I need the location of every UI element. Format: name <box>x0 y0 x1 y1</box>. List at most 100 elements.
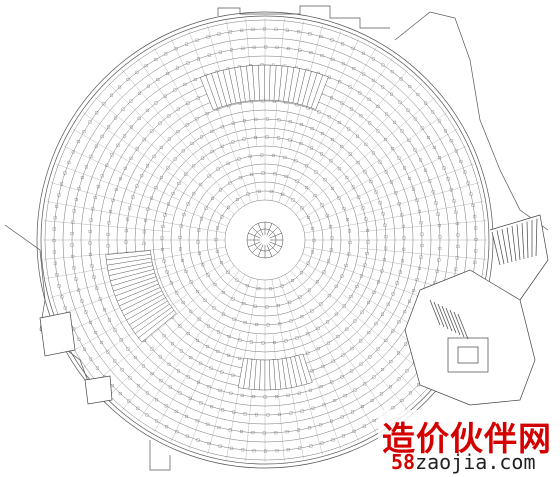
seat-mark <box>204 206 208 210</box>
seat-mark <box>463 170 467 174</box>
seat-mark <box>252 449 256 453</box>
seat-mark <box>330 419 334 423</box>
seat-mark <box>242 302 246 306</box>
seat-mark <box>320 54 324 58</box>
seat-mark <box>384 138 388 141</box>
seat-mark <box>128 206 132 210</box>
seat-mark <box>330 138 334 142</box>
seat-mark <box>137 384 140 388</box>
seat-mark <box>319 35 323 39</box>
seat-mark <box>179 247 182 251</box>
seat-mark <box>137 116 141 120</box>
stair-tread <box>111 272 155 287</box>
stair-block <box>237 353 313 391</box>
seat-mark <box>145 391 149 395</box>
seat-mark <box>227 335 231 338</box>
seat-mark <box>150 129 154 133</box>
seat-mark <box>150 372 154 376</box>
seat-mark <box>199 361 203 365</box>
seat-mark <box>118 85 121 89</box>
seat-mark <box>310 309 314 313</box>
seat-mark <box>310 369 314 373</box>
seat-mark <box>366 229 370 233</box>
seat-mark <box>349 295 353 299</box>
seat-mark <box>227 353 231 357</box>
seat-mark <box>403 310 407 314</box>
seat-mark <box>102 102 106 106</box>
seat-mark <box>199 182 203 186</box>
seat-mark <box>420 232 424 236</box>
stair-tread <box>294 356 303 386</box>
seat-mark <box>402 247 406 251</box>
seat-mark <box>374 322 378 326</box>
stair-tread <box>205 75 218 109</box>
seat-mark <box>216 226 219 230</box>
seat-mark <box>229 446 233 450</box>
seat-mark <box>127 399 131 403</box>
seat-mark <box>340 274 344 278</box>
seat-mark <box>82 130 86 134</box>
seat-mark <box>273 172 277 176</box>
seat-mark <box>278 322 282 326</box>
seat-mark <box>298 48 302 52</box>
seat-mark <box>138 91 142 95</box>
seat-mark <box>129 125 133 129</box>
seat-mark <box>89 218 93 222</box>
north-edge <box>217 5 390 29</box>
seat-mark <box>454 210 458 214</box>
seat-mark <box>376 129 380 133</box>
seat-mark <box>296 428 300 432</box>
seat-mark <box>196 338 200 342</box>
seat-mark <box>308 426 312 430</box>
seat-mark <box>275 395 279 399</box>
seat-mark <box>311 250 314 254</box>
seat-mark <box>397 320 401 324</box>
seat-mark <box>158 355 162 359</box>
seat-mark <box>397 156 401 160</box>
seat-mark <box>438 235 442 239</box>
seat-mark <box>240 393 244 397</box>
seat-mark <box>70 243 74 247</box>
seat-mark <box>389 360 393 364</box>
seat-mark <box>100 134 104 138</box>
seat-mark <box>329 159 333 163</box>
stair-tread <box>222 70 232 105</box>
seat-mark <box>250 172 253 176</box>
ramp-tread <box>506 227 513 263</box>
seat-mark <box>319 385 323 389</box>
seat-mark <box>372 375 376 379</box>
seat-mark <box>88 120 92 124</box>
seat-mark <box>252 395 256 399</box>
seat-mark <box>395 281 399 285</box>
seat-mark <box>171 191 175 195</box>
seat-mark <box>352 67 356 71</box>
seat-mark <box>413 148 417 152</box>
seat-mark <box>319 423 323 427</box>
southwest-entrance <box>84 375 113 405</box>
stair-tread <box>445 307 457 334</box>
seat-mark <box>420 244 424 248</box>
seat-mark <box>100 174 104 178</box>
seat-mark <box>329 225 333 228</box>
seat-mark <box>330 236 334 240</box>
stair-tread <box>283 66 289 102</box>
seat-mark <box>63 171 67 175</box>
stair-tread <box>273 359 276 390</box>
seat-mark <box>186 202 190 206</box>
seat-mark <box>175 430 179 434</box>
seat-mark <box>455 222 459 226</box>
seat-mark <box>95 286 99 290</box>
seat-mark <box>249 340 253 344</box>
seat-mark <box>376 104 380 108</box>
seat-mark <box>241 448 245 452</box>
seat-mark <box>196 240 200 244</box>
seat-mark <box>215 249 219 253</box>
seat-mark <box>179 224 183 228</box>
seat-mark <box>351 46 355 50</box>
seat-mark <box>60 295 64 299</box>
seat-mark <box>220 144 224 148</box>
seat-mark <box>146 84 150 88</box>
seat-mark <box>257 287 261 291</box>
seat-mark <box>257 189 261 193</box>
